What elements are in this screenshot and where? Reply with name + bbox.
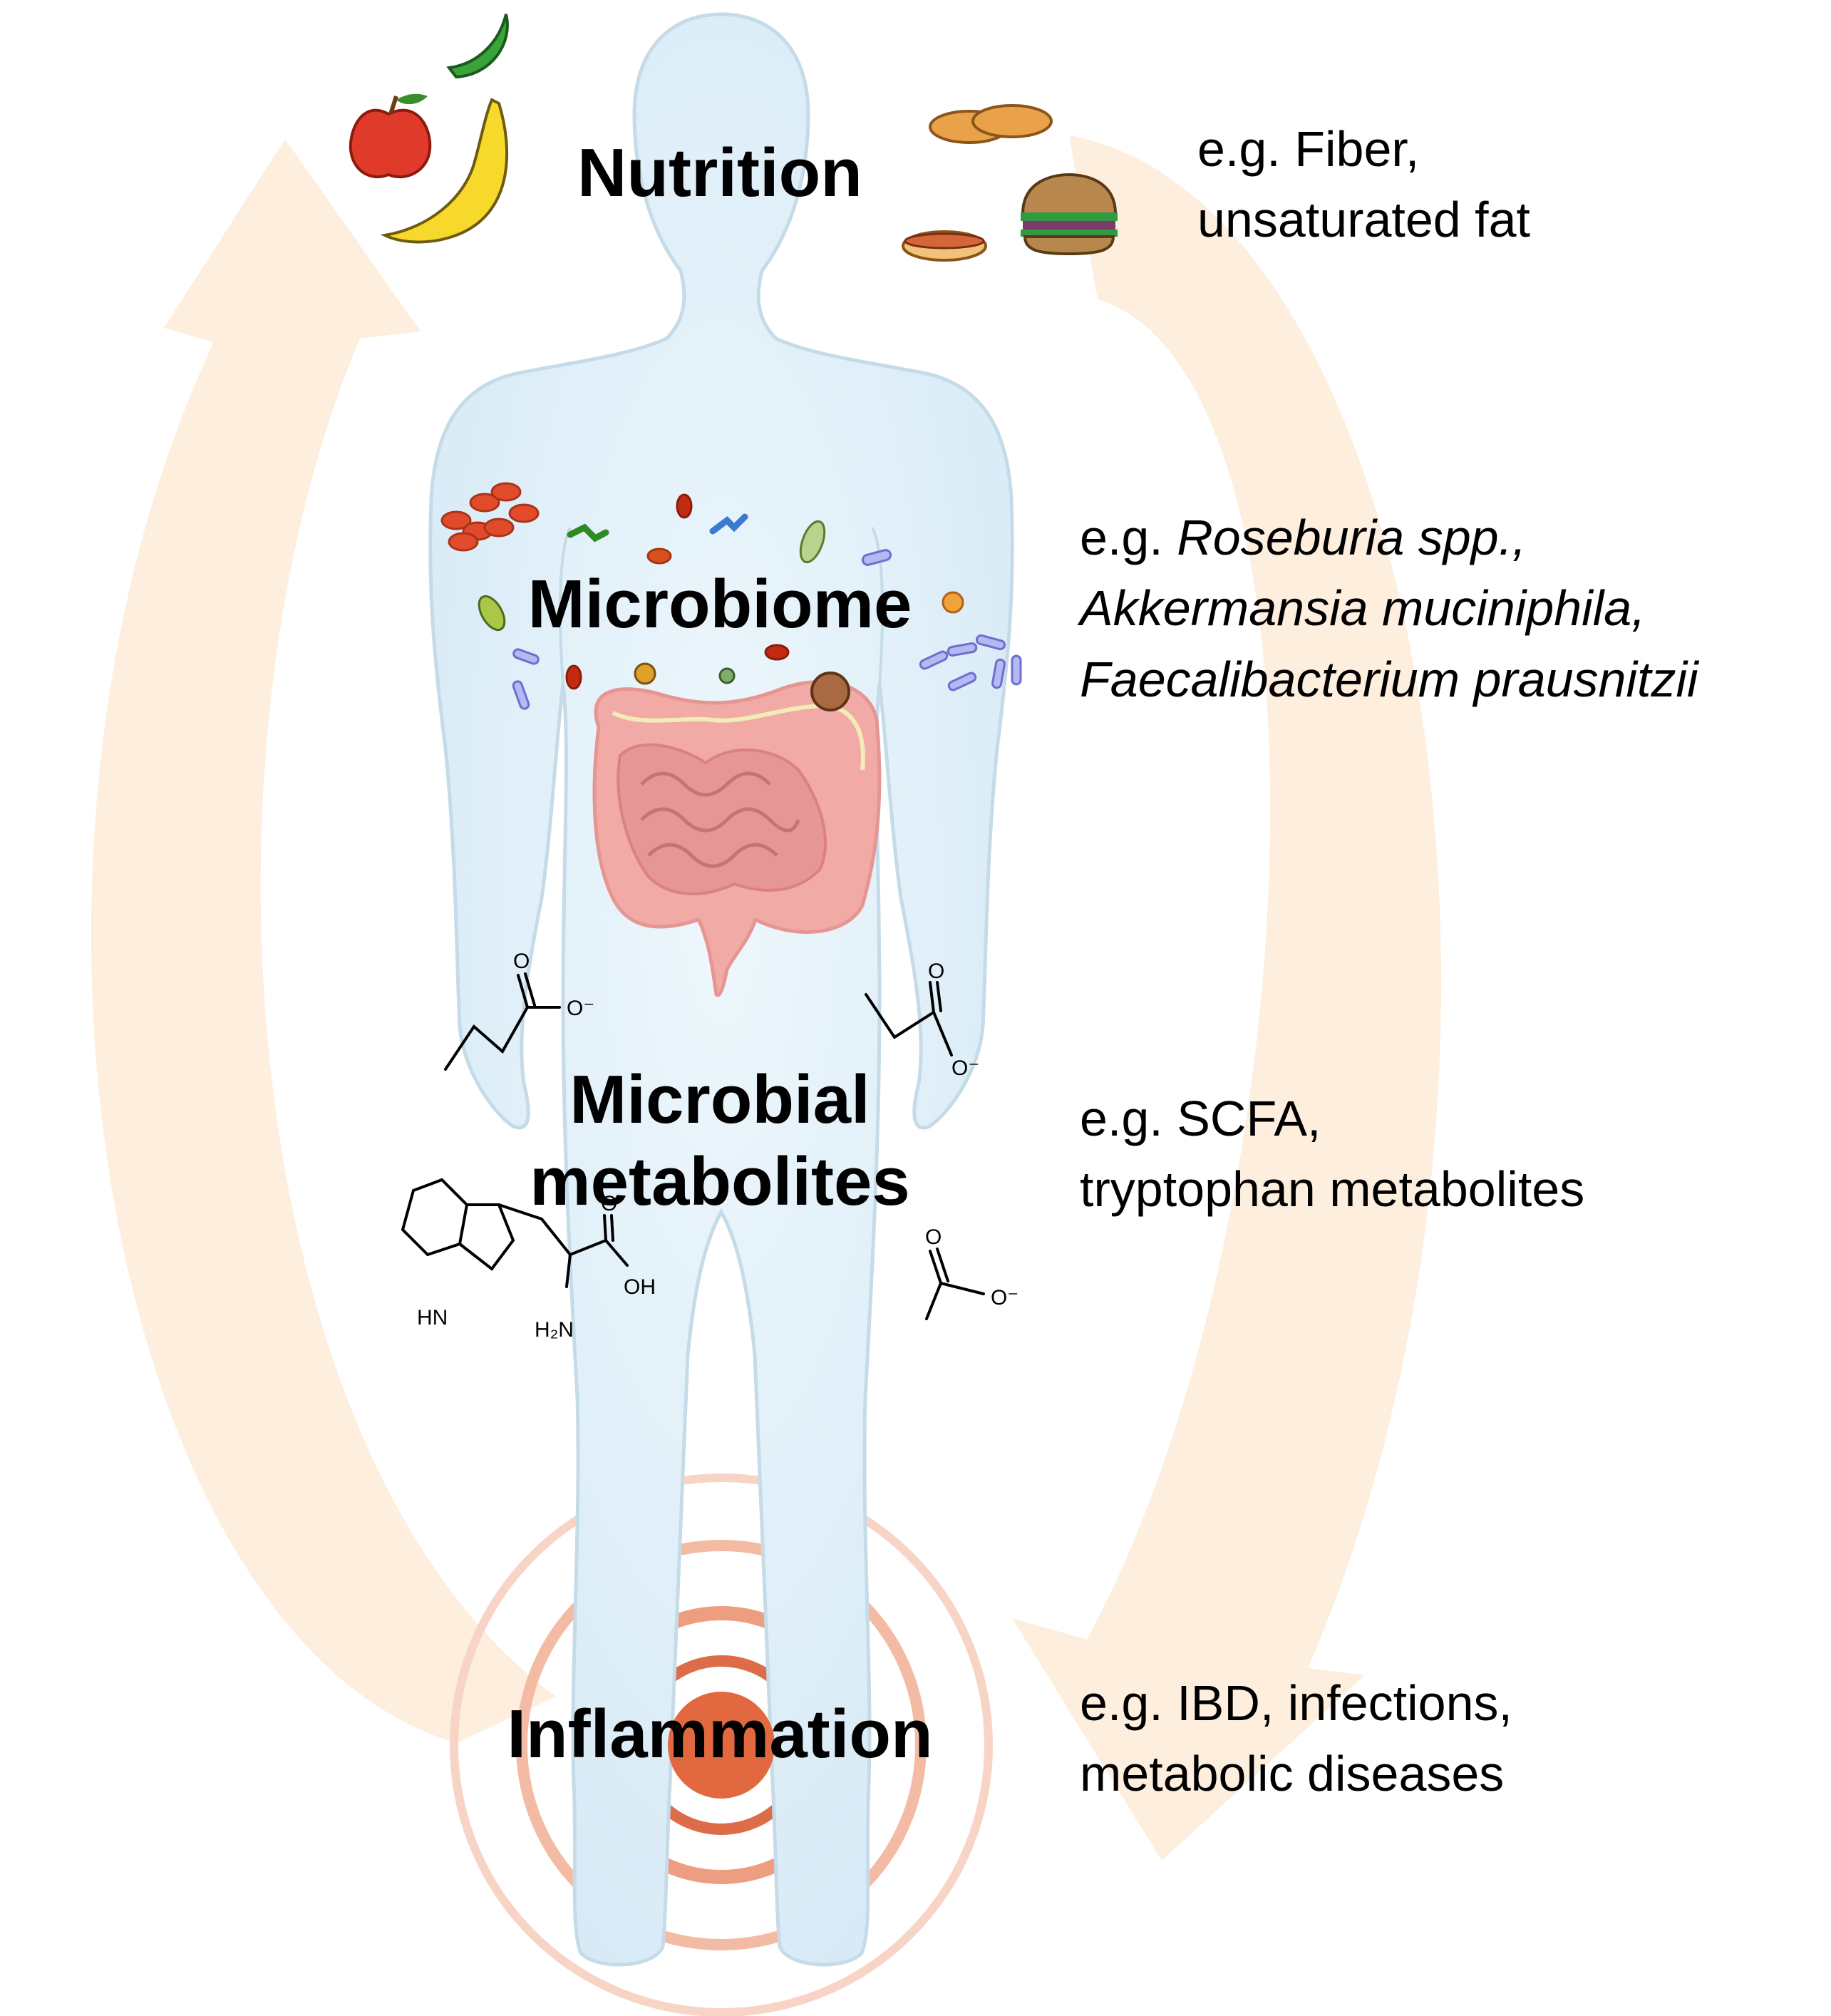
stage-label-microbiome: Microbiome — [527, 566, 912, 642]
bread-icon — [929, 104, 1053, 144]
inflammation-core — [668, 1692, 775, 1799]
cycle-arrow-left — [91, 139, 556, 1743]
example-microbiome-prefix: e.g. — [1080, 510, 1177, 565]
propionate-structure — [865, 981, 953, 1056]
chem-oxygen-label: O — [928, 960, 944, 983]
example-microbiome-faecalibacterium: Faecalibacterium prausnitzii — [1080, 651, 1698, 707]
chem-hydroxyl-label: OH — [624, 1275, 656, 1299]
acetate-structure — [925, 1248, 985, 1320]
butyrate-structure — [444, 972, 561, 1071]
example-microbiome-roseburia: Roseburia spp., — [1177, 510, 1527, 565]
banana-icon — [380, 98, 509, 244]
example-nutrition-line1: e.g. Fiber, — [1197, 121, 1420, 177]
tryptophan-structure — [401, 1178, 629, 1288]
stage-label-inflammation: Inflammation — [507, 1696, 933, 1772]
microbe-cluster — [440, 482, 1022, 711]
stage-label-metabolites-line2: metabolites — [530, 1143, 910, 1220]
example-nutrition: e.g. Fiber, unsaturated fat — [1197, 114, 1530, 256]
chem-indole-nh-label: HN — [417, 1306, 448, 1330]
pea-pod-icon — [446, 14, 509, 79]
example-inflammation-line1: e.g. IBD, infections, — [1080, 1675, 1512, 1731]
chem-oxygen-anion-label: O⁻ — [951, 1056, 979, 1080]
example-microbiome-akkermansia: Akkermansia muciniphila, — [1080, 580, 1646, 637]
example-nutrition-line2: unsaturated fat — [1197, 192, 1530, 248]
example-metabolites-line2: tryptophan metabolites — [1080, 1161, 1585, 1218]
hotdog-icon — [902, 230, 987, 262]
example-inflammation: e.g. IBD, infections, metabolic diseases — [1080, 1668, 1512, 1810]
chem-oxygen-label: O — [925, 1225, 942, 1249]
example-metabolites-line1: e.g. SCFA, — [1080, 1091, 1321, 1146]
example-metabolites: e.g. SCFA, tryptophan metabolites — [1080, 1084, 1584, 1225]
cycle-arrow-right — [1012, 135, 1441, 1861]
intestine-illustration — [592, 679, 882, 997]
chem-oxygen-label: O — [601, 1192, 617, 1215]
chem-oxygen-anion-label: O⁻ — [991, 1286, 1018, 1310]
chem-oxygen-label: O — [513, 950, 530, 973]
stage-label-nutrition: Nutrition — [577, 135, 862, 211]
chem-oxygen-anion-label: O⁻ — [567, 997, 594, 1020]
example-inflammation-line2: metabolic diseases — [1080, 1746, 1505, 1802]
stage-label-microbial-metabolites: Microbial metabolites — [492, 1059, 948, 1223]
apple-icon — [349, 93, 432, 179]
chem-amine-label: H₂N — [535, 1318, 574, 1342]
example-microbiome-line1: e.g. Roseburia spp., — [1080, 503, 1698, 573]
stage-label-metabolites-line1: Microbial — [569, 1061, 870, 1138]
burger-icon — [1021, 173, 1118, 256]
example-microbiome: e.g. Roseburia spp., Akkermansia mucinip… — [1080, 503, 1698, 715]
